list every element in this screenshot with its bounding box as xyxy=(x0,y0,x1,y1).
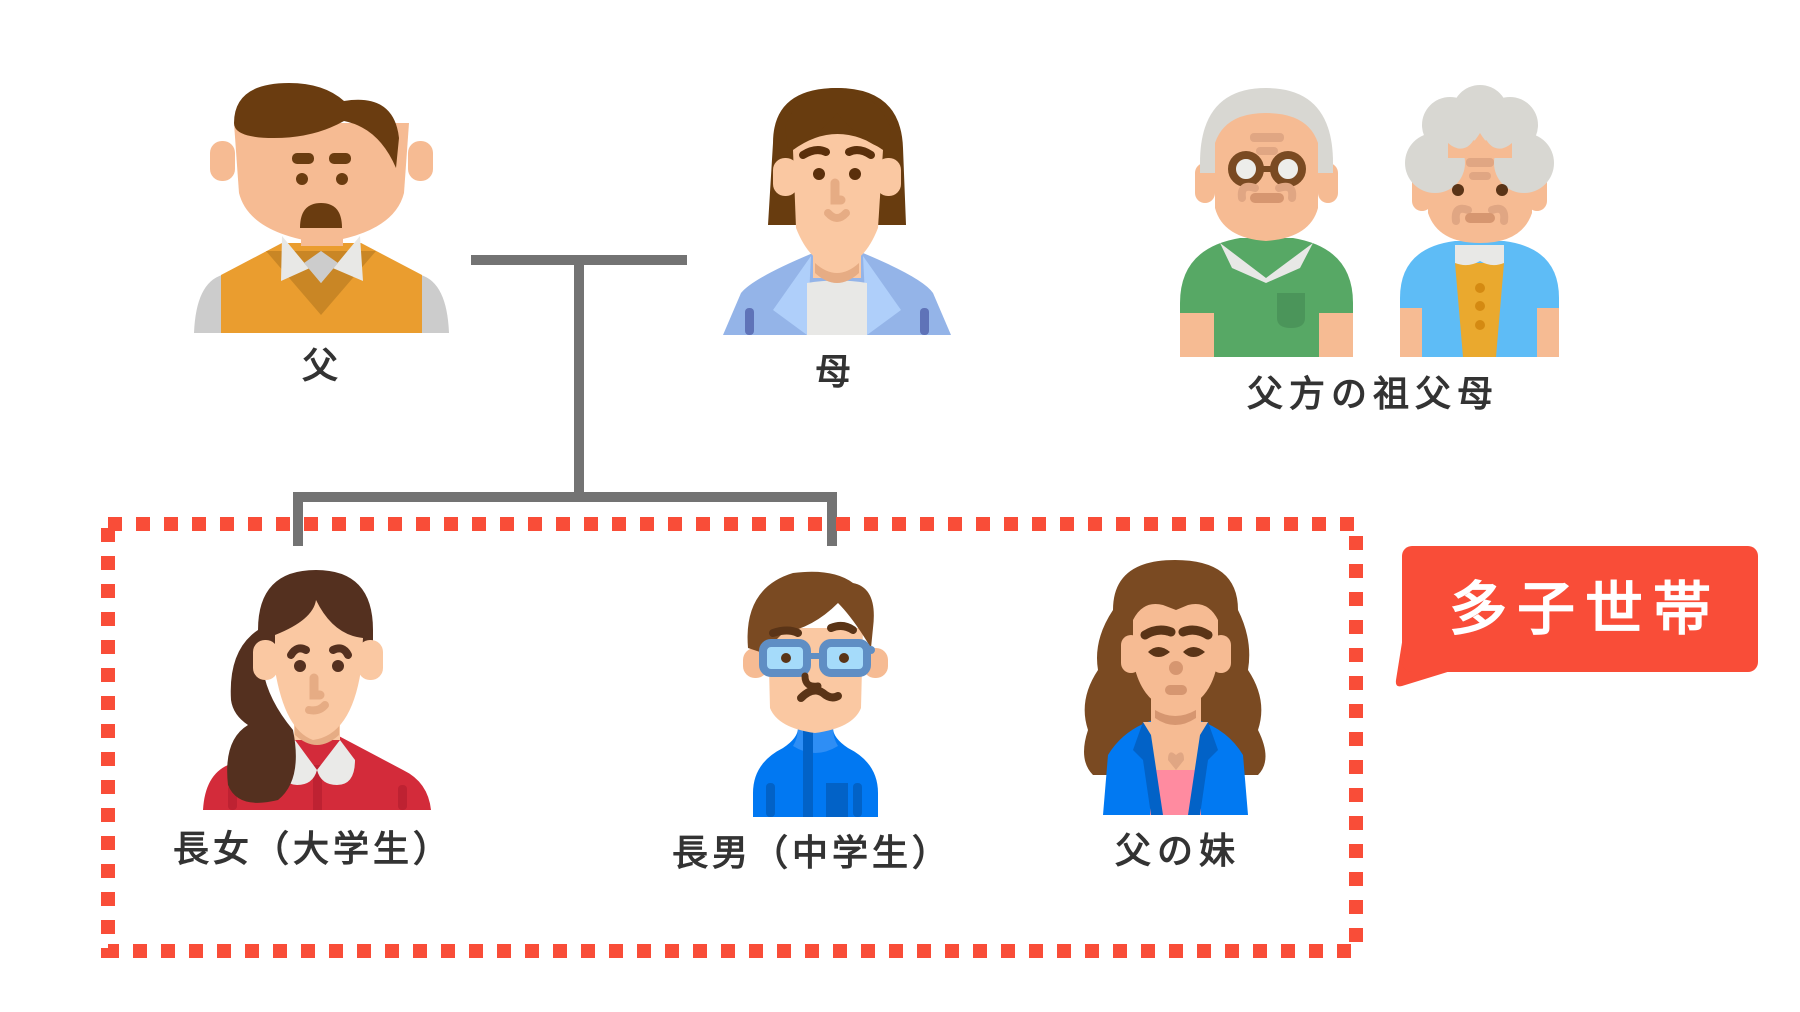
household-highlight-box xyxy=(101,517,1363,958)
father-figure xyxy=(194,83,449,333)
children-connector-horizontal xyxy=(293,492,837,502)
parents-connector-stem xyxy=(574,255,584,502)
grandfather-icon xyxy=(1180,88,1353,357)
boy-with-glasses-icon xyxy=(743,571,888,817)
eldest-daughter-label: 長女（大学生） xyxy=(172,829,454,870)
mother-figure xyxy=(723,88,951,335)
aunt-figure xyxy=(1083,560,1268,815)
grandmother-icon xyxy=(1400,85,1559,357)
children-connector-left-drop xyxy=(293,492,303,546)
grandfather-figure xyxy=(1180,83,1353,357)
grandmother-figure xyxy=(1400,83,1559,357)
mother-label: 母 xyxy=(814,352,858,393)
aunt-label: 父の妹 xyxy=(1114,831,1242,872)
eldest-son-label: 長男（中学生） xyxy=(671,833,953,874)
man-with-mustache-icon xyxy=(194,83,449,333)
father-label: 父 xyxy=(301,346,345,387)
woman-long-hair-icon xyxy=(1084,560,1266,815)
multi-child-household-badge: 多子世帯 xyxy=(1402,546,1758,672)
badge-text: 多子世帯 xyxy=(1448,575,1721,643)
children-connector-right-drop xyxy=(827,492,837,546)
eldest-daughter-figure xyxy=(203,560,431,810)
grandparents-label: 父方の祖父母 xyxy=(1246,374,1500,415)
young-woman-icon xyxy=(203,570,431,810)
woman-icon xyxy=(723,88,951,335)
eldest-son-figure xyxy=(743,568,888,817)
